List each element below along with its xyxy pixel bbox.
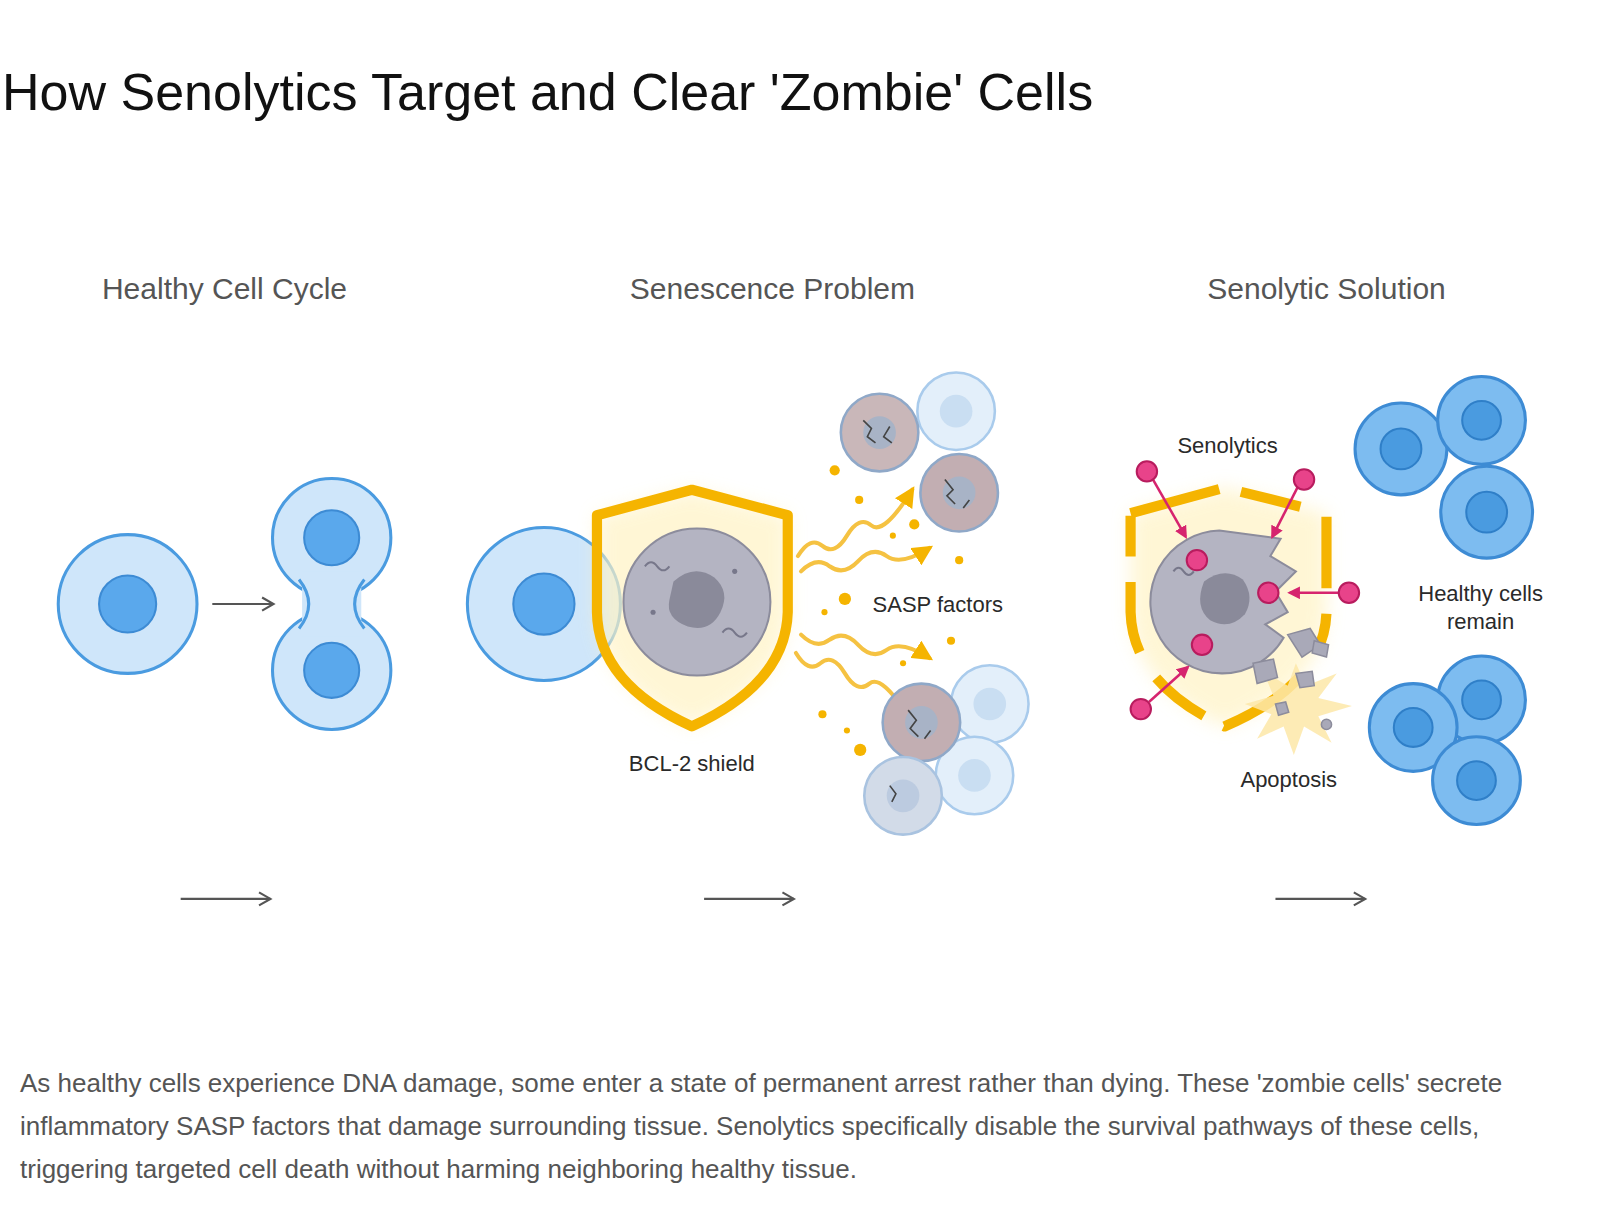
apoptosis-label: Apoptosis bbox=[1240, 767, 1337, 793]
diagram-title: How Senolytics Target and Clear 'Zombie'… bbox=[2, 62, 1093, 122]
cell-fragments bbox=[1253, 629, 1332, 730]
healthy-cell bbox=[58, 535, 197, 674]
progress-arrows bbox=[181, 898, 1366, 900]
shield-label: BCL-2 shield bbox=[629, 751, 755, 777]
senescent-cell bbox=[623, 529, 770, 676]
step-arrow bbox=[212, 603, 273, 605]
dying-cell bbox=[1150, 531, 1295, 674]
caption-text: As healthy cells experience DNA damage, … bbox=[20, 1062, 1540, 1191]
outcome-label: Healthy cells remain bbox=[1406, 580, 1556, 636]
bcl2-shield bbox=[597, 490, 788, 727]
section-heading: Senolytic Solution bbox=[1207, 272, 1445, 306]
section-heading: Senescence Problem bbox=[630, 272, 915, 306]
dividing-cell bbox=[273, 479, 391, 730]
sasp-label: SASP factors bbox=[873, 592, 1003, 618]
section-heading: Healthy Cell Cycle bbox=[102, 272, 347, 306]
drug-label: Senolytics bbox=[1177, 433, 1277, 459]
senolytic-molecules bbox=[1131, 461, 1360, 719]
neighbour-cells bbox=[841, 372, 1029, 834]
